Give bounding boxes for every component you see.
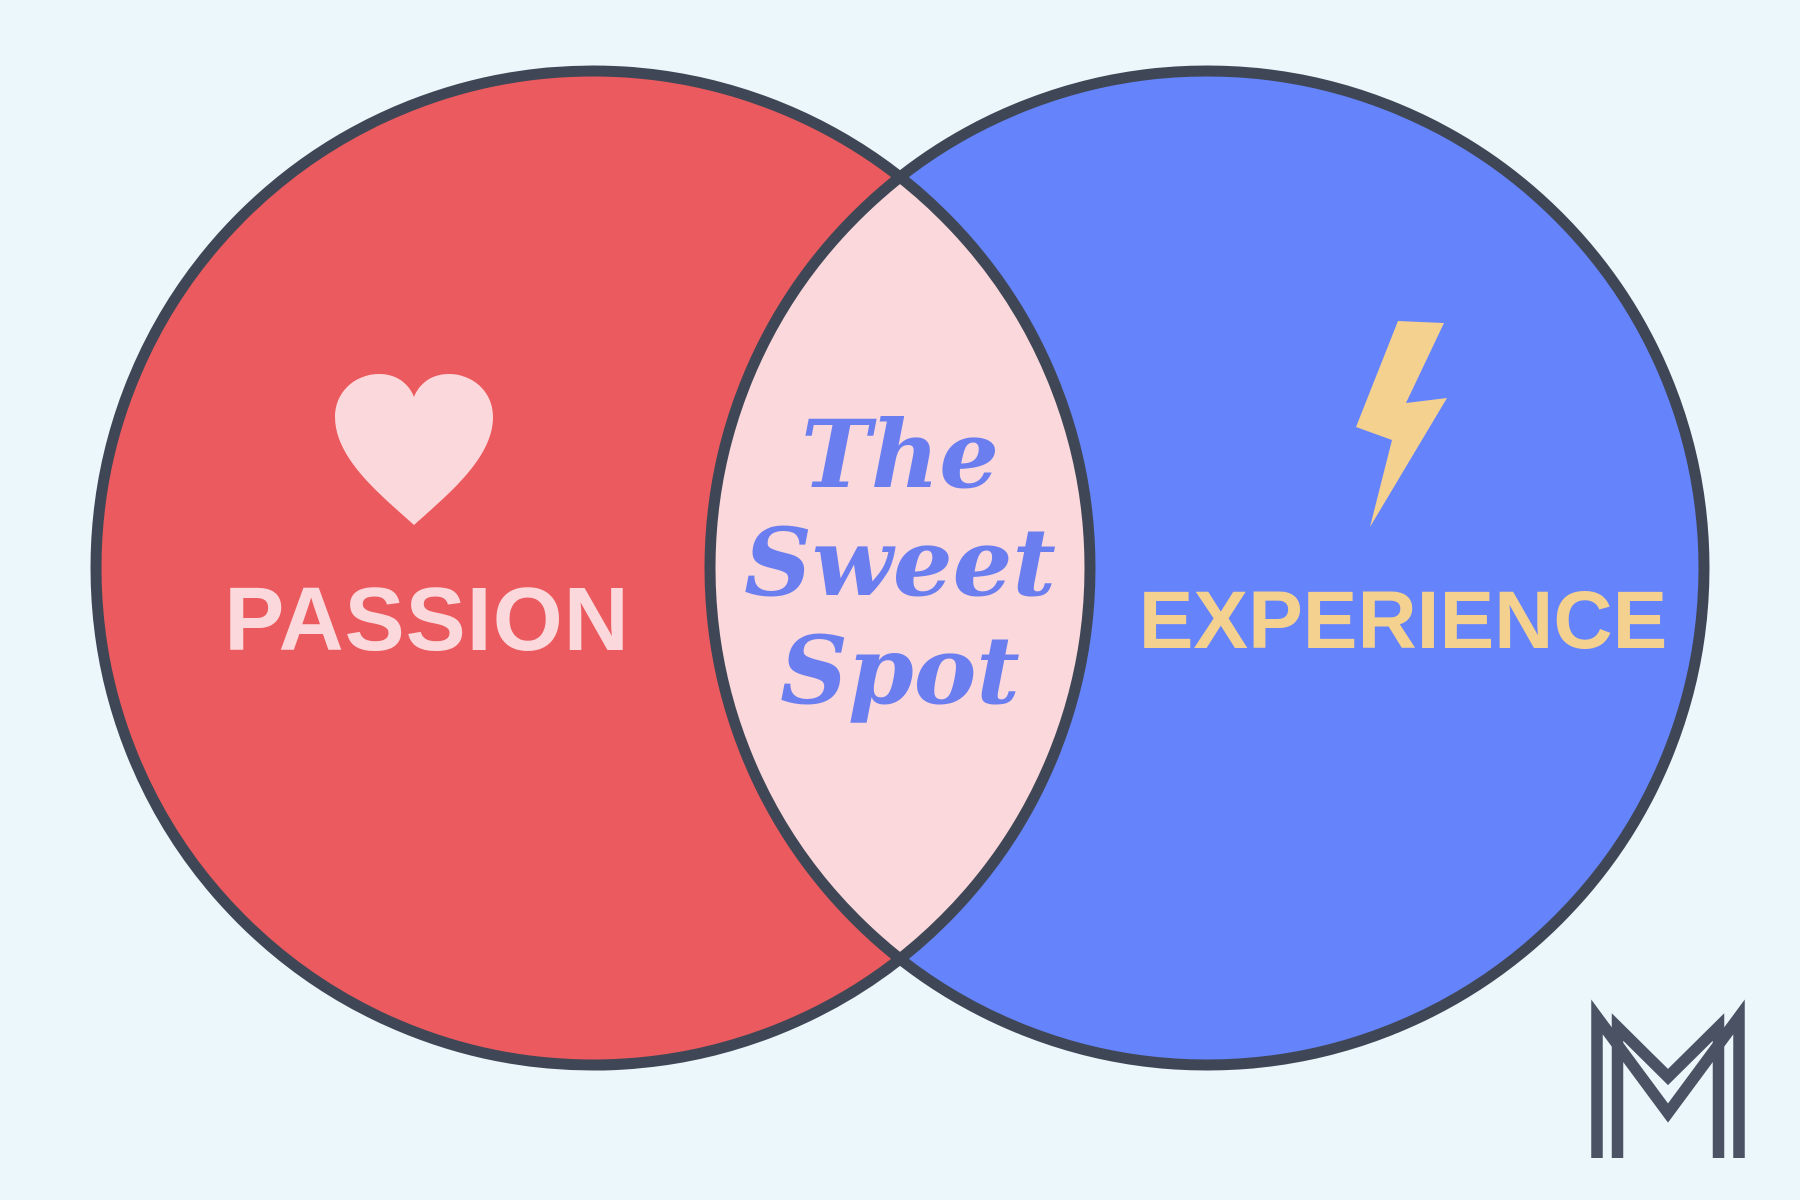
experience-label: EXPERIENCE	[1138, 575, 1668, 666]
m-logo-outer-stroke	[1591, 999, 1745, 1158]
sweet-spot-line-1: The	[800, 400, 1000, 510]
heart-icon	[335, 374, 493, 525]
sweet-spot-label: The Sweet Spot	[650, 401, 1150, 725]
m-logo-inner-stroke	[1611, 1013, 1725, 1158]
overlap-lens	[709, 177, 1091, 959]
passion-circle-outline	[90, 65, 1096, 1071]
m-logo	[1591, 999, 1745, 1158]
lightning-bolt-icon	[1356, 321, 1447, 527]
experience-circle-outline	[704, 65, 1710, 1071]
sweet-spot-line-2: Sweet	[744, 508, 1056, 618]
passion-label: PASSION	[224, 570, 630, 670]
sweet-spot-line-3: Spot	[780, 616, 1020, 726]
